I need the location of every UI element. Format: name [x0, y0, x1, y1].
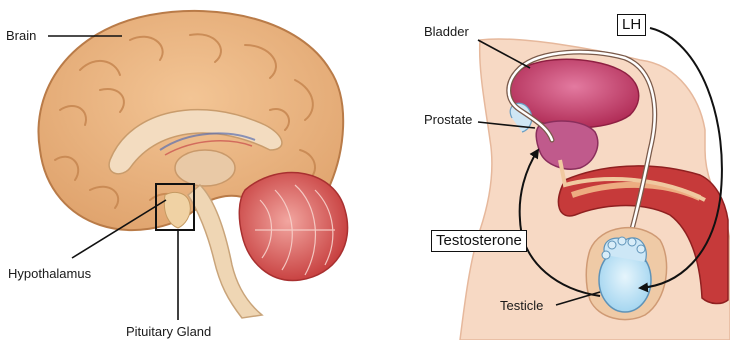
cerebellum: [239, 173, 347, 281]
label-pituitary-gland: Pituitary Gland: [126, 324, 211, 339]
testosterone-hormone-box: Testosterone: [431, 230, 527, 252]
label-brain: Brain: [6, 28, 36, 43]
lh-hormone-box: LH: [617, 14, 646, 36]
label-testicle: Testicle: [500, 298, 543, 313]
label-bladder: Bladder: [424, 24, 469, 39]
label-hypothalamus: Hypothalamus: [8, 266, 91, 281]
label-prostate: Prostate: [424, 112, 472, 127]
